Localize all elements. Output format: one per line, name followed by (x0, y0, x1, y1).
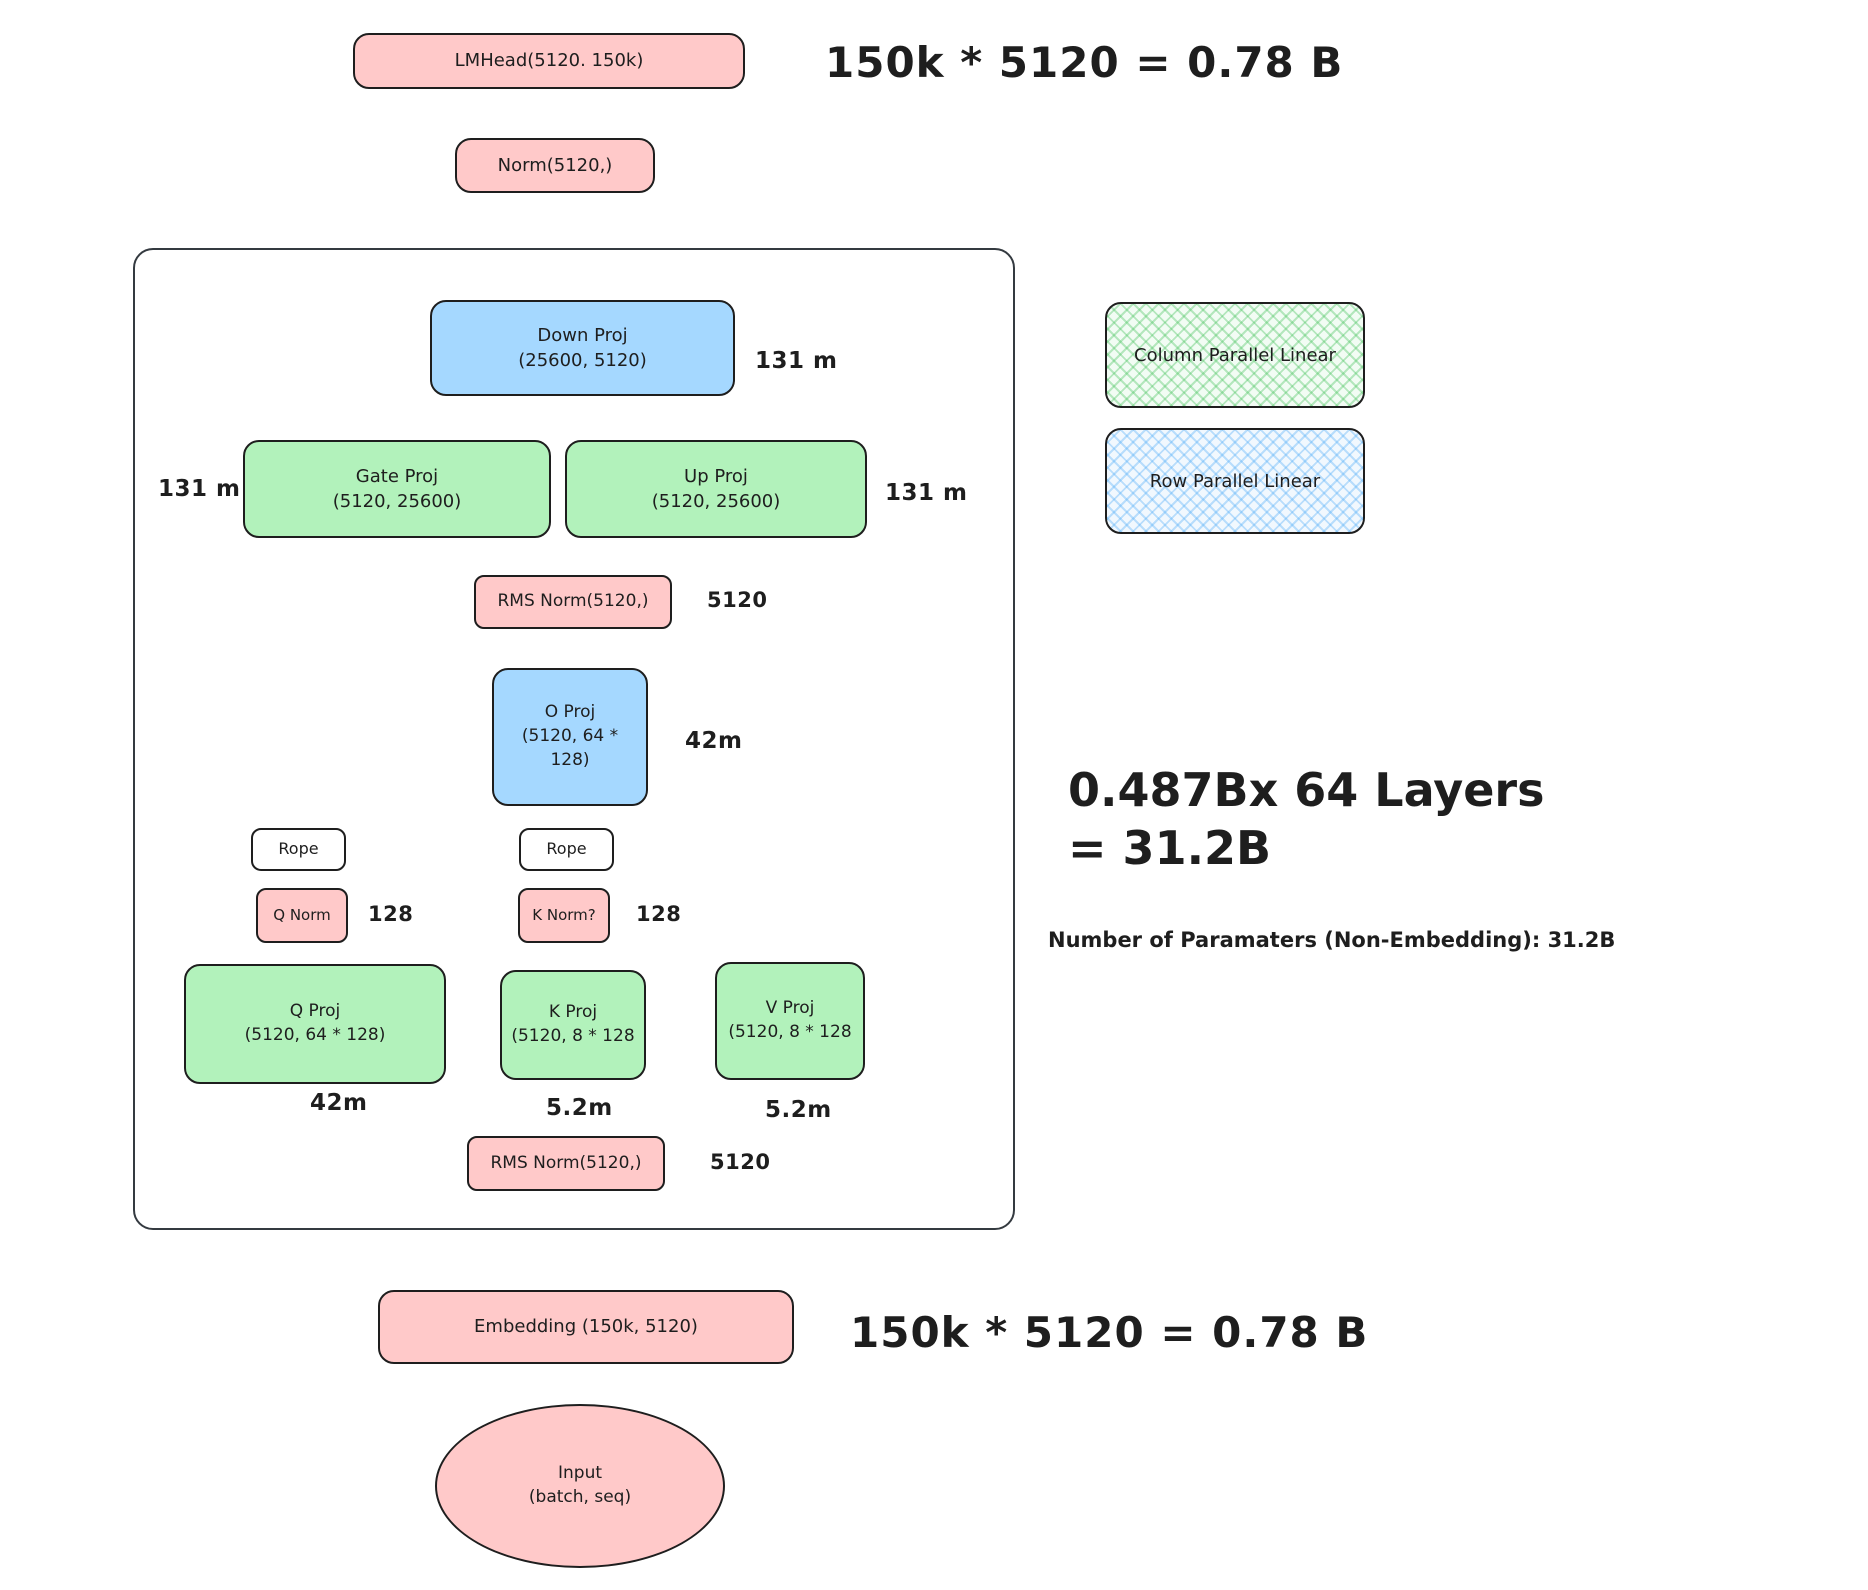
node-rms-norm-upper: RMS Norm(5120,) (474, 575, 672, 629)
node-k-norm: K Norm? (518, 888, 610, 943)
legend-row-parallel-linear: Row Parallel Linear (1105, 428, 1365, 534)
embedding-param-calc: 150k * 5120 = 0.78 B (850, 1308, 1369, 1357)
node-v-proj: V Proj (5120, 8 * 128 (715, 962, 865, 1080)
v-proj-params: 5.2m (765, 1097, 832, 1123)
non-embedding-params-note: Number of Paramaters (Non-Embedding): 31… (1048, 928, 1616, 952)
node-norm-top: Norm(5120,) (455, 138, 655, 193)
node-q-proj: Q Proj (5120, 64 * 128) (184, 964, 446, 1084)
lmhead-param-calc: 150k * 5120 = 0.78 B (825, 38, 1344, 87)
node-lmhead: LMHead(5120. 150k) (353, 33, 745, 89)
o-proj-params: 42m (685, 728, 743, 754)
node-rms-norm-lower: RMS Norm(5120,) (467, 1136, 665, 1191)
gate-proj-params: 131 m (158, 476, 241, 502)
legend-column-parallel-linear: Column Parallel Linear (1105, 302, 1365, 408)
node-embedding: Embedding (150k, 5120) (378, 1290, 794, 1364)
down-proj-params: 131 m (755, 348, 838, 374)
node-rope-left: Rope (251, 828, 346, 871)
total-params-equation: 0.487Bx 64 Layers = 31.2B (1068, 763, 1545, 875)
node-input: Input (batch, seq) (435, 1404, 725, 1568)
node-o-proj: O Proj (5120, 64 * 128) (492, 668, 648, 806)
q-norm-dim: 128 (368, 902, 414, 926)
rms-norm-upper-dim: 5120 (707, 588, 768, 612)
legend-row-parallel-label: Row Parallel Linear (1149, 470, 1321, 492)
legend-column-parallel-label: Column Parallel Linear (1134, 344, 1336, 366)
node-gate-proj: Gate Proj (5120, 25600) (243, 440, 551, 538)
node-q-norm: Q Norm (256, 888, 348, 943)
k-norm-dim: 128 (636, 902, 682, 926)
q-proj-params: 42m (310, 1090, 368, 1116)
k-proj-params: 5.2m (546, 1095, 613, 1121)
node-down-proj: Down Proj (25600, 5120) (430, 300, 735, 396)
rms-norm-lower-dim: 5120 (710, 1150, 771, 1174)
node-rope-right: Rope (519, 828, 614, 871)
up-proj-params: 131 m (885, 480, 968, 506)
node-k-proj: K Proj (5120, 8 * 128 (500, 970, 646, 1080)
node-up-proj: Up Proj (5120, 25600) (565, 440, 867, 538)
